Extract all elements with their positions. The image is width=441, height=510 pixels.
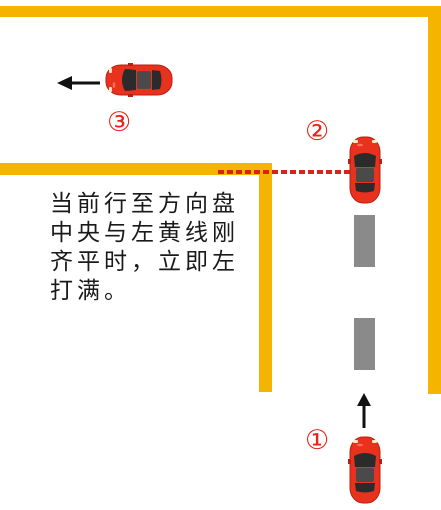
center-dash-1 — [354, 215, 375, 267]
top-boundary-line — [0, 6, 441, 17]
car-2 — [347, 136, 383, 204]
step-label-1: ① — [305, 425, 330, 456]
center-dash-2 — [354, 318, 375, 370]
step-label-3: ③ — [107, 107, 132, 138]
car-1 — [347, 436, 383, 504]
step-label-2: ② — [305, 116, 330, 147]
left-boundary-line — [0, 163, 272, 175]
left-arrow-icon — [57, 76, 100, 90]
right-boundary-line — [428, 6, 441, 394]
forward-arrow-icon — [357, 393, 371, 428]
car-3 — [105, 62, 173, 98]
instruction-text: 当前行至方向盘中央与左黄线刚齐平时，立即左打满。 — [50, 191, 239, 304]
inner-corner-line — [259, 163, 272, 392]
